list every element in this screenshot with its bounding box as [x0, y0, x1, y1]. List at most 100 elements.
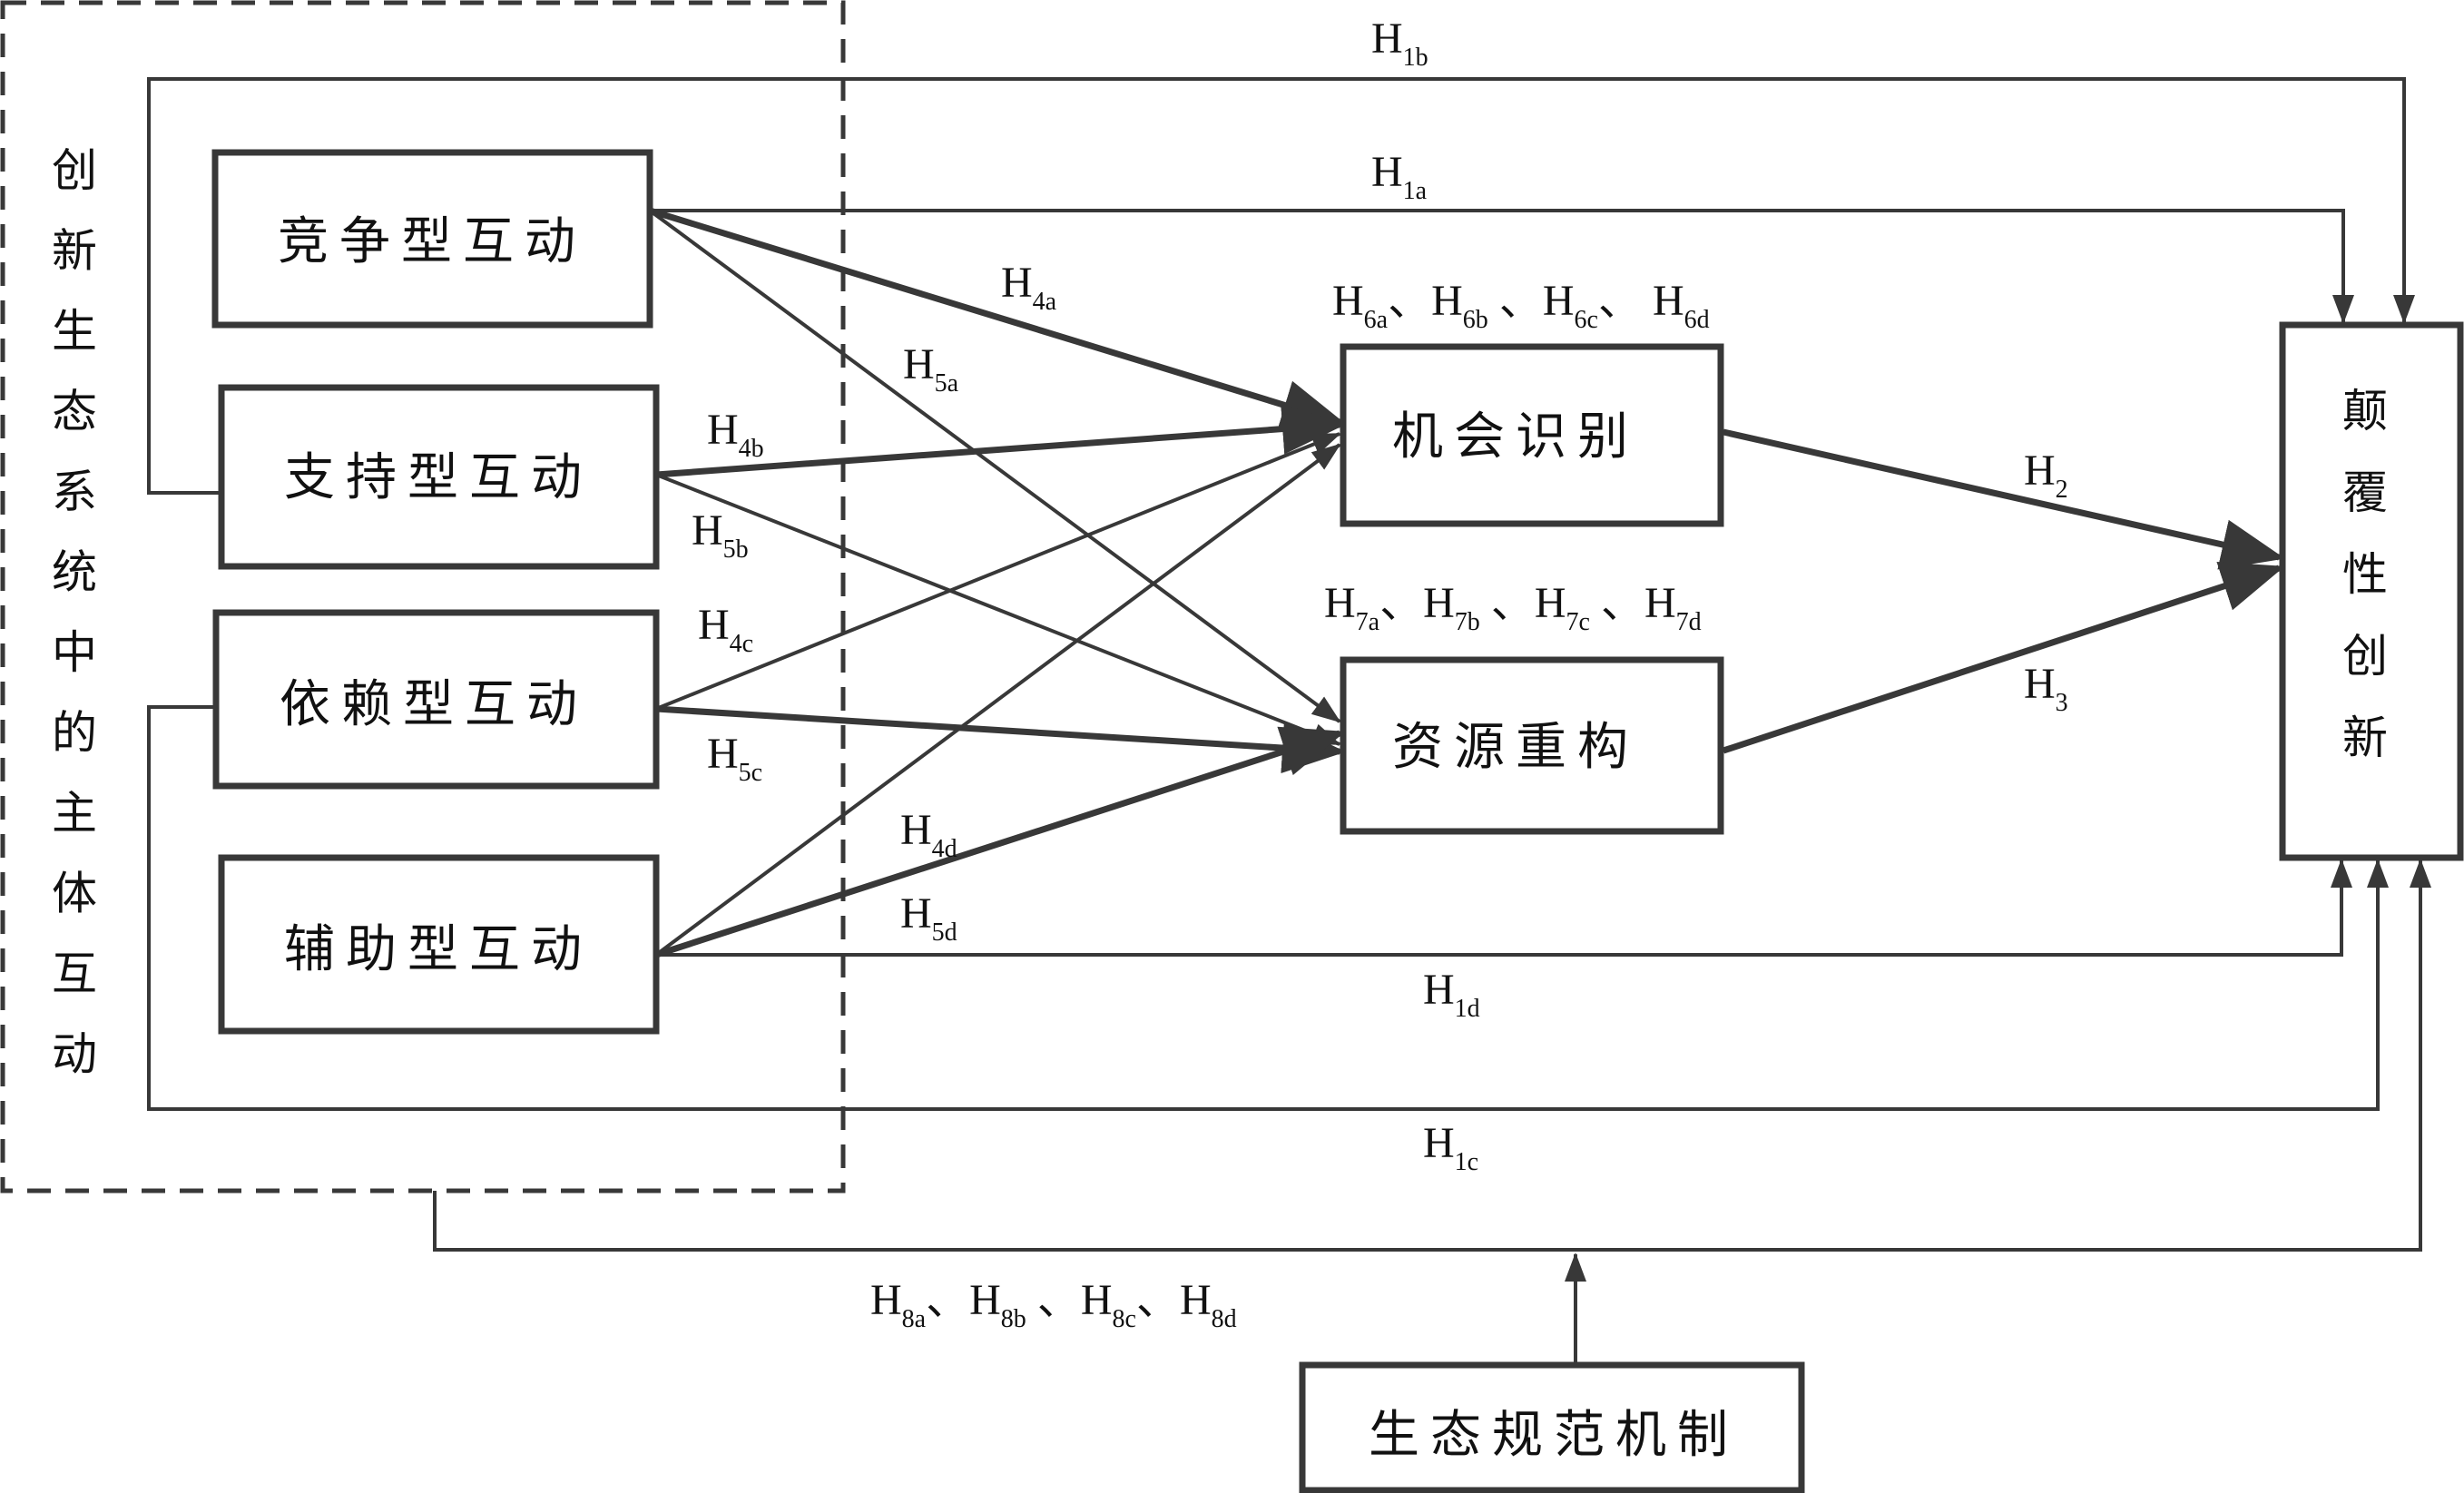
edge-h1d: [656, 859, 2352, 957]
hypothesis-subscript: 1b: [1403, 44, 1428, 72]
hypothesis-separator: 、: [1379, 579, 1423, 627]
hypothesis-base: H: [1543, 277, 1575, 325]
edge-h1a: [650, 209, 2354, 324]
hypothesis-base: H: [1423, 966, 1455, 1014]
node-moderator-label: 生态规范机制: [1369, 1406, 1739, 1465]
label-h1b: H1b: [1371, 15, 1428, 72]
hypothesis-subscript: 8a: [902, 1305, 927, 1333]
label-h1c: H1c: [1423, 1119, 1478, 1176]
interaction-group-box: [0, 0, 846, 1193]
hypothesis-base: H: [707, 730, 739, 778]
hypothesis-subscript: 5d: [932, 918, 957, 947]
hypothesis-base: H: [1081, 1276, 1113, 1324]
edge-h8-bus: [433, 859, 2431, 1252]
hypothesis-base: H: [2024, 447, 2056, 495]
hypothesis-subscript: 7a: [1356, 608, 1380, 636]
hypothesis-separator: 、: [1488, 277, 1543, 325]
hypothesis-base: H: [1653, 277, 1684, 325]
hypothesis-base: H: [1324, 579, 1356, 627]
node-opportunity-label: 机会识别: [1392, 408, 1639, 467]
label-h1d: H1d: [1423, 966, 1480, 1023]
hypothesis-base: H: [969, 1276, 1001, 1324]
label-h5a: H5a: [903, 340, 959, 398]
hypothesis-subscript: 6c: [1574, 306, 1597, 334]
node-resource-label: 资源重构: [1392, 718, 1639, 777]
label-h2: H2: [2024, 447, 2068, 504]
node-dependent-label: 依赖型互动: [280, 675, 588, 734]
hypothesis-base: H: [870, 1276, 902, 1324]
hypothesis-subscript: 3: [2056, 689, 2068, 717]
hypothesis-subscript: 7b: [1455, 608, 1480, 636]
node-dependent[interactable]: 依赖型互动: [212, 609, 660, 790]
node-competitive[interactable]: 竞争型互动: [211, 149, 653, 329]
hypothesis-subscript: 5b: [723, 535, 749, 564]
hypothesis-base: H: [1644, 579, 1676, 627]
label-h5c: H5c: [707, 730, 762, 787]
label-h8-group: H8a、H8b 、H8c、H8d: [870, 1276, 1237, 1333]
edge-h5b: [655, 473, 1341, 746]
hypothesis-base: H: [1423, 579, 1455, 627]
hypothesis-subscript: 1c: [1455, 1148, 1478, 1176]
hypothesis-subscript: 5c: [739, 759, 762, 787]
edge-h4b: [655, 403, 1346, 478]
hypothesis-base: H: [692, 506, 723, 555]
hypothesis-subscript: 7c: [1566, 608, 1589, 636]
node-outcome[interactable]: 颠覆性创新: [2279, 321, 2464, 861]
node-auxiliary[interactable]: 辅助型互动: [218, 854, 660, 1035]
edge-h1b: [147, 77, 2415, 495]
hypothesis-base: H: [1371, 15, 1403, 63]
hypothesis-subscript: 4b: [739, 435, 764, 463]
edge-h5a: [648, 209, 1341, 723]
hypothesis-subscript: 1a: [1403, 177, 1428, 205]
hypothesis-base: H: [1332, 277, 1364, 325]
hypothesis-base: H: [1001, 259, 1033, 307]
node-auxiliary-label: 辅助型互动: [284, 920, 593, 979]
hypothesis-separator: 、: [1136, 1276, 1180, 1324]
hypothesis-separator: 、: [1590, 579, 1644, 627]
hypothesis-subscript: 6d: [1684, 306, 1710, 334]
node-supportive[interactable]: 支持型互动: [218, 384, 660, 570]
hypothesis-subscript: 7d: [1676, 608, 1702, 636]
hypothesis-subscript: 6b: [1463, 306, 1488, 334]
label-h1a: H1a: [1371, 148, 1428, 205]
label-h4c: H4c: [698, 601, 753, 658]
hypothesis-subscript: 6a: [1364, 306, 1389, 334]
hypothesis-separator: 、: [1026, 1276, 1081, 1324]
label-h4d: H4d: [900, 806, 957, 863]
edge-h4c: [655, 432, 1341, 711]
label-h3: H3: [2024, 660, 2068, 717]
node-opportunity[interactable]: 机会识别: [1340, 343, 1724, 527]
label-h5b: H5b: [692, 506, 749, 564]
hypothesis-base: H: [1371, 148, 1403, 196]
label-h6-group: H6a、H6b 、H6c、 H6d: [1332, 277, 1710, 334]
edge-h1c: [147, 705, 2389, 1111]
hypothesis-base: H: [707, 406, 739, 454]
edge-h5c: [655, 705, 1346, 774]
hypothesis-separator: 、: [926, 1276, 969, 1324]
hypothesis-base: H: [698, 601, 730, 649]
node-resource[interactable]: 资源重构: [1340, 656, 1724, 835]
hypothesis-subscript: 5a: [935, 369, 959, 398]
hypothesis-base: H: [1180, 1276, 1212, 1324]
hypothesis-base: H: [903, 340, 935, 388]
edge-h3: [1722, 562, 2285, 754]
hypothesis-base: H: [900, 889, 932, 938]
hypothesis-separator: 、: [1480, 579, 1535, 627]
hypothesis-base: H: [1535, 579, 1566, 627]
edge-h2: [1723, 428, 2285, 570]
hypothesis-subscript: 8d: [1212, 1305, 1237, 1333]
group-label: 创新生态系统中的主体互动: [52, 144, 97, 1081]
hypothesis-subscript: 8c: [1112, 1305, 1135, 1333]
hypothesis-base: H: [2024, 660, 2056, 708]
hypothesis-base: H: [900, 806, 932, 854]
label-h7-group: H7a、H7b 、H7c 、H7d: [1324, 579, 1702, 636]
hypothesis-subscript: 4d: [932, 835, 957, 863]
edge-h5d: [654, 726, 1346, 958]
label-h5d: H5d: [900, 889, 957, 947]
node-moderator[interactable]: 生态规范机制: [1299, 1361, 1805, 1493]
hypothesis-subscript: 4a: [1033, 288, 1057, 316]
edge-h4a: [648, 207, 1346, 430]
edge-h4d: [654, 443, 1341, 957]
label-h4a: H4a: [1001, 259, 1057, 316]
